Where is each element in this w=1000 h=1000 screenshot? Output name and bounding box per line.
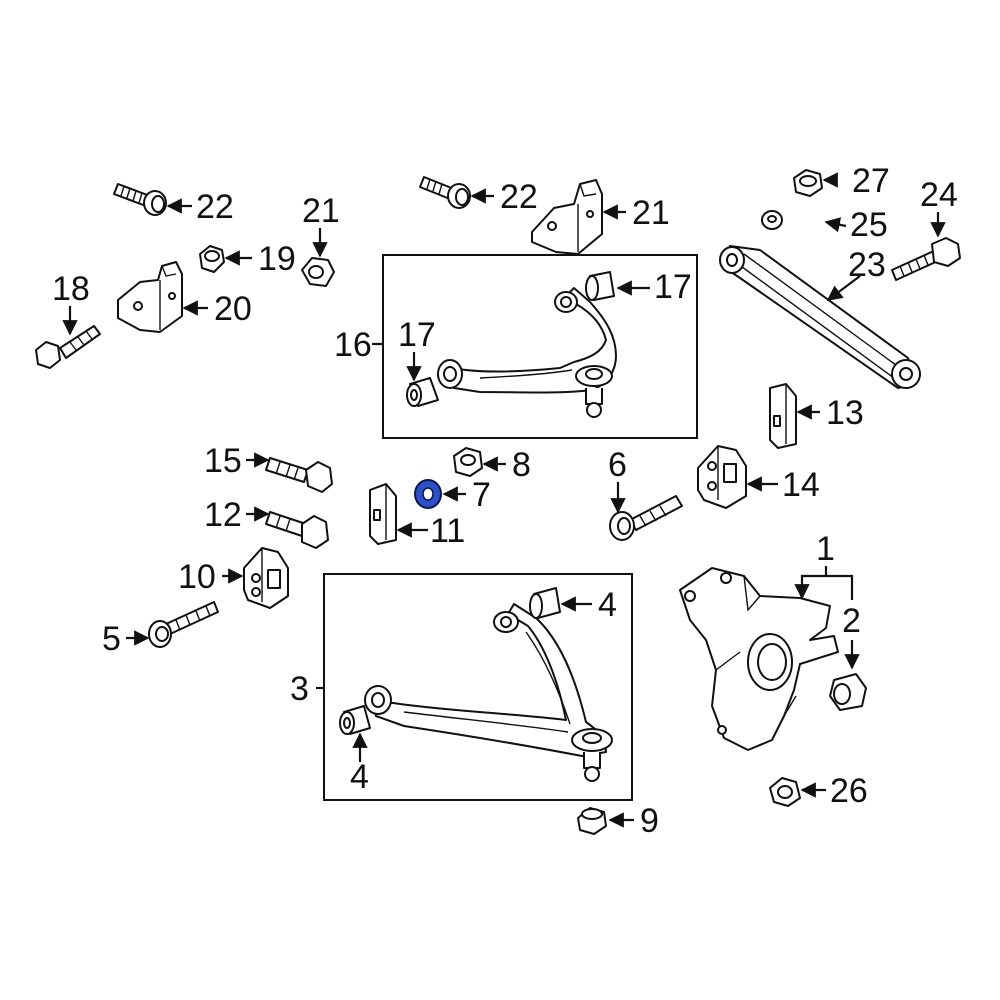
callout-19: 19 — [258, 240, 296, 278]
cam-11[interactable] — [369, 483, 397, 545]
bolt-12[interactable] — [265, 511, 329, 549]
lateral-link-23[interactable] — [719, 245, 921, 389]
bushing-4-left[interactable] — [339, 705, 371, 735]
bolt-15[interactable] — [265, 457, 333, 493]
callout-21-center: 21 — [632, 194, 670, 232]
bracket-21-center[interactable] — [531, 179, 603, 255]
bushing-4-right[interactable] — [529, 587, 561, 619]
lower-control-arm-3[interactable] — [364, 603, 613, 782]
callout-10: 10 — [178, 558, 216, 596]
bolt-6[interactable] — [609, 495, 683, 541]
callout-6: 6 — [608, 446, 627, 484]
bolt-5[interactable] — [148, 601, 219, 648]
callout-24: 24 — [920, 176, 958, 214]
callout-7: 7 — [472, 476, 491, 514]
washer-7[interactable] — [414, 479, 442, 509]
callout-17-left: 17 — [398, 316, 436, 354]
bracket-10[interactable] — [243, 547, 289, 609]
bushing-17-right[interactable] — [585, 271, 615, 301]
knuckle-1[interactable] — [679, 567, 839, 751]
callout-18: 18 — [52, 270, 90, 308]
callout-4-right: 4 — [598, 586, 617, 624]
callout-23: 23 — [848, 246, 886, 284]
callout-8: 8 — [512, 446, 531, 484]
callout-15: 15 — [204, 442, 242, 480]
callout-21-left: 21 — [302, 192, 340, 230]
upper-control-arm-16[interactable] — [437, 287, 617, 418]
callout-27: 27 — [852, 162, 890, 200]
callout-22-center: 22 — [500, 178, 538, 216]
nut-26[interactable] — [769, 777, 801, 807]
callout-2: 2 — [842, 602, 861, 640]
callout-13: 13 — [826, 394, 864, 432]
bolt-22-left[interactable] — [113, 183, 167, 216]
bushing-2[interactable] — [829, 673, 867, 711]
callout-9: 9 — [640, 802, 659, 840]
bolt-24[interactable] — [891, 237, 961, 281]
nut-8[interactable] — [453, 447, 483, 477]
callout-1: 1 — [816, 530, 835, 568]
callout-16: 16 — [334, 326, 372, 364]
nut-27[interactable] — [793, 169, 823, 197]
cam-13[interactable] — [769, 383, 797, 449]
callout-22-left: 22 — [196, 188, 234, 226]
nut-21-left[interactable] — [301, 257, 335, 287]
nut-19[interactable] — [199, 245, 225, 273]
callout-4-left: 4 — [350, 758, 369, 796]
bracket-20[interactable] — [117, 261, 183, 333]
callout-20: 20 — [214, 290, 252, 328]
bracket-14[interactable] — [697, 445, 747, 509]
callout-labels: 22 22 21 21 19 20 18 17 17 16 27 25 24 2… — [52, 162, 958, 840]
callout-5: 5 — [102, 620, 121, 658]
bushing-17-left[interactable] — [406, 377, 439, 407]
callout-25: 25 — [850, 206, 888, 244]
callout-26: 26 — [830, 772, 868, 810]
washer-25[interactable] — [761, 210, 783, 230]
leader-lines — [62, 172, 946, 828]
callout-11: 11 — [430, 512, 465, 550]
nut-9[interactable] — [577, 807, 607, 835]
callout-3: 3 — [290, 670, 309, 708]
callout-17-right: 17 — [654, 268, 692, 306]
upper-control-arm-frame — [382, 254, 698, 439]
bolt-22-center[interactable] — [419, 176, 471, 209]
callout-14: 14 — [782, 466, 820, 504]
bolt-18[interactable] — [35, 325, 101, 369]
callout-12: 12 — [204, 496, 242, 534]
